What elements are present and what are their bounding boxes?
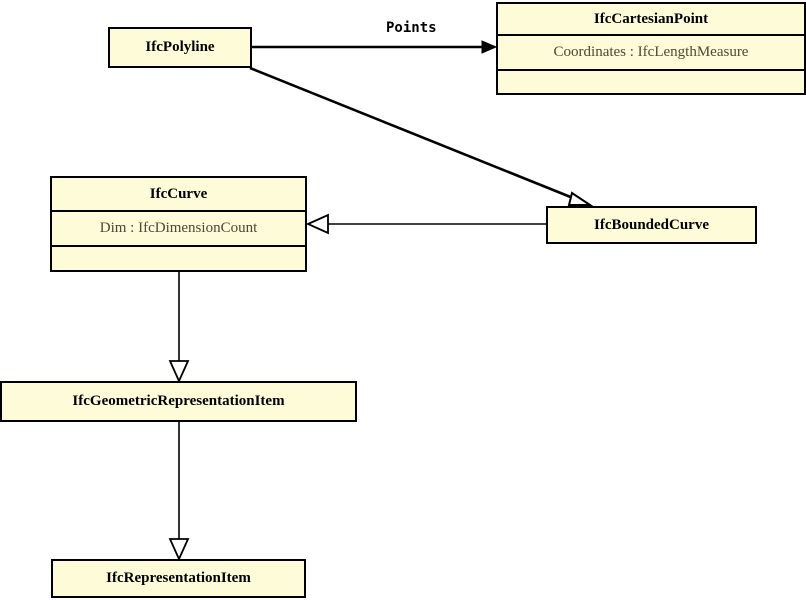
class-name-compartment: IfcBoundedCurve — [548, 208, 755, 242]
class-name-compartment: IfcPolyline — [110, 29, 250, 66]
class-operations-compartment — [52, 245, 305, 270]
class-box-ifcboundedcurve[interactable]: IfcBoundedCurve — [546, 206, 757, 244]
class-name-compartment: IfcCartesianPoint — [498, 4, 804, 34]
class-name-compartment: IfcGeometricRepresentationItem — [2, 383, 355, 420]
hollow-triangle-arrow-icon — [305, 213, 329, 235]
class-box-ifcrepresentationitem[interactable]: IfcRepresentationItem — [51, 559, 306, 598]
edge-geometric-item-to-representation-item — [168, 422, 190, 562]
class-name-compartment: IfcRepresentationItem — [53, 561, 304, 596]
edge-label-points: Points — [386, 20, 437, 36]
class-name-compartment: IfcCurve — [52, 178, 305, 210]
hollow-triangle-arrow-icon — [168, 360, 190, 384]
edge-points-association — [252, 40, 498, 54]
class-title-ifcgeometricrepresentationitem: IfcGeometricRepresentationItem — [72, 393, 285, 409]
class-operations-compartment — [498, 69, 804, 93]
edge-curve-to-geometric-item — [168, 272, 190, 384]
edge-bounded-curve-to-curve — [305, 213, 546, 235]
hollow-triangle-arrow-icon — [567, 191, 594, 206]
filled-arrow-head-icon — [481, 40, 498, 54]
class-box-ifccartesianpoint[interactable]: IfcCartesianPoint Coordinates : IfcLengt… — [496, 2, 806, 95]
class-box-ifcpolyline[interactable]: IfcPolyline — [108, 27, 252, 68]
class-title-ifcpolyline: IfcPolyline — [145, 39, 215, 55]
class-box-ifccurve[interactable]: IfcCurve Dim : IfcDimensionCount — [50, 176, 307, 272]
class-box-ifcgeometricrepresentationitem[interactable]: IfcGeometricRepresentationItem — [0, 381, 357, 422]
class-title-ifcboundedcurve: IfcBoundedCurve — [593, 216, 709, 233]
class-attribute-coordinates: Coordinates : IfcLengthMeasure — [553, 44, 749, 60]
class-title-ifcrepresentationitem: IfcRepresentationItem — [106, 570, 251, 586]
class-title-ifccurve: IfcCurve — [149, 185, 208, 202]
class-attributes-compartment: Dim : IfcDimensionCount — [52, 210, 305, 245]
class-attributes-compartment: Coordinates : IfcLengthMeasure — [498, 34, 804, 69]
class-title-ifccartesianpoint: IfcCartesianPoint — [593, 10, 709, 27]
class-attribute-dim: Dim : IfcDimensionCount — [99, 220, 258, 236]
hollow-triangle-arrow-icon — [168, 538, 190, 562]
